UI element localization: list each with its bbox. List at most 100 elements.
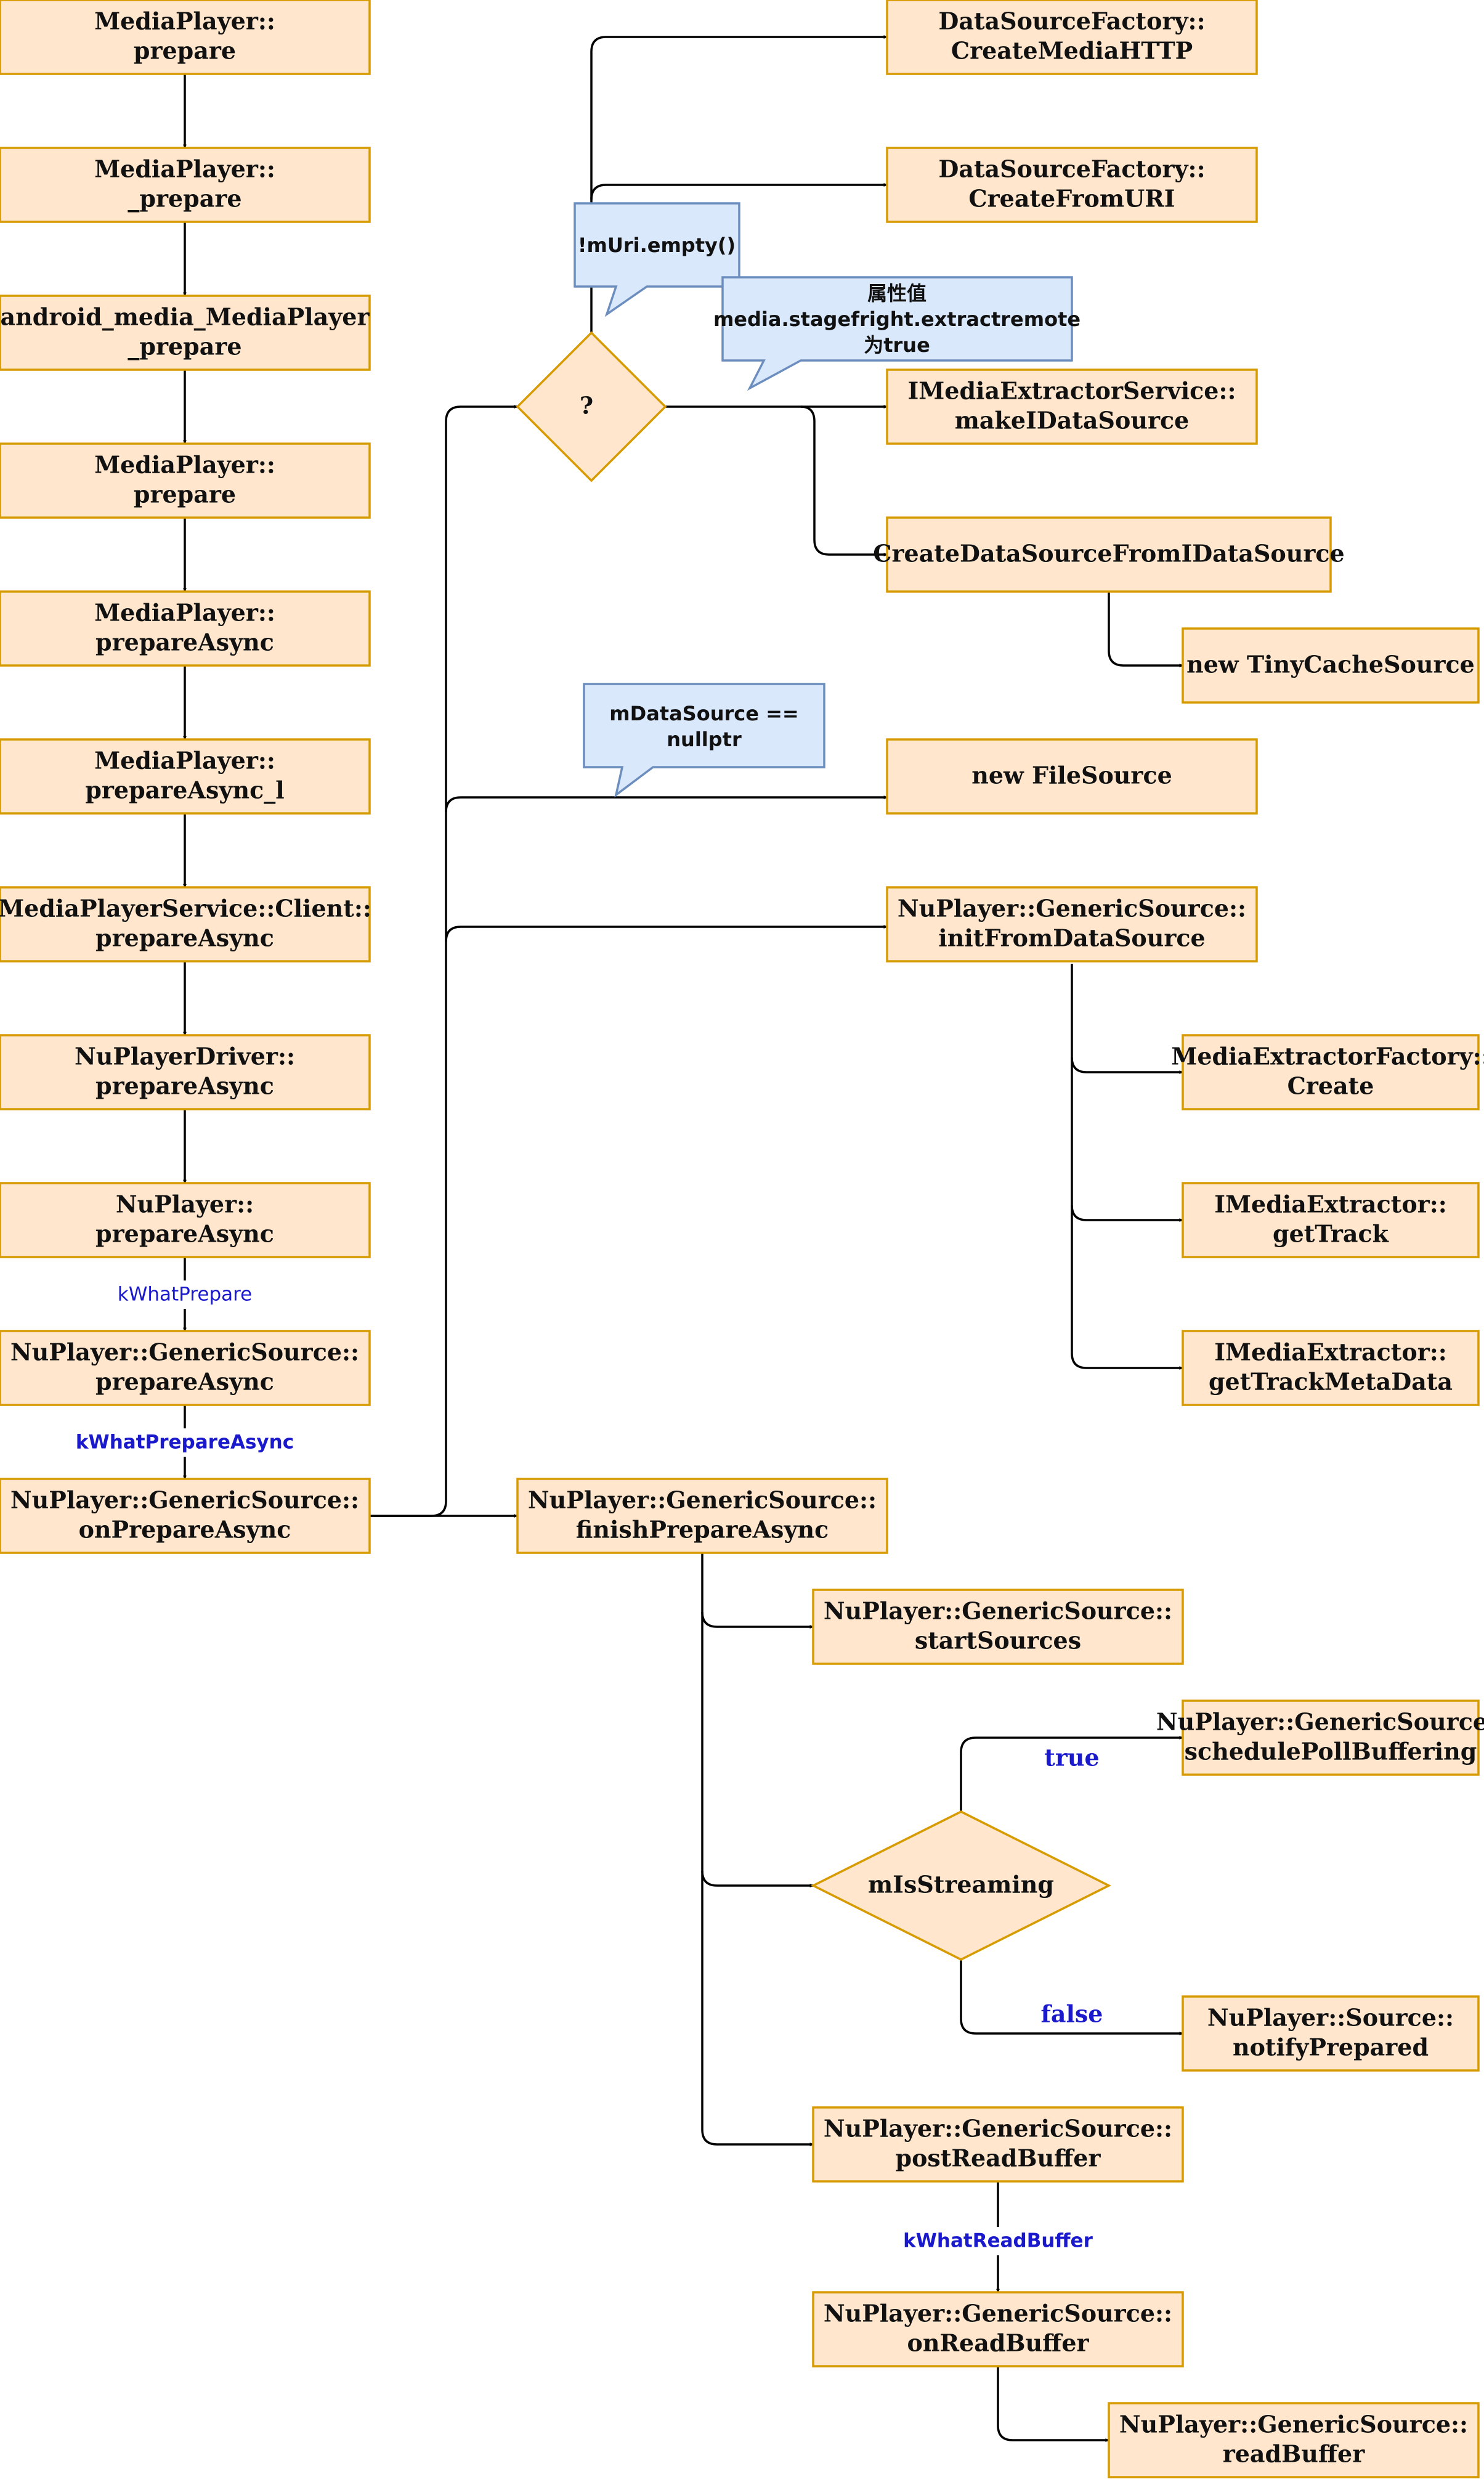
node-line: prepareAsync	[95, 924, 274, 952]
callout-line: nullptr	[667, 728, 742, 751]
edge-label-kWhatPrepare: kWhatPrepare	[118, 1284, 253, 1306]
node-mediaplayer-prepare-2: MediaPlayer:: prepare	[0, 442, 371, 519]
callout-extractremote-property: 属性值 media.stagefright.extractremote 为tru…	[713, 276, 1081, 391]
edge-init-to-MediaExtractorFactory	[1071, 964, 1183, 1074]
node-line: MediaPlayer::	[94, 599, 275, 627]
edges	[183, 35, 1183, 2442]
node-mediaplayer-prepareAsync_l: MediaPlayer:: prepareAsync_l	[0, 738, 371, 815]
edge-label-kWhatPrepareAsync: kWhatPrepareAsync	[76, 1431, 294, 1454]
node-genericsource-prepareAsync: NuPlayer::GenericSource:: prepareAsync	[0, 1330, 371, 1406]
edge-labels: kWhatPrepare kWhatPrepareAsync kWhatRead…	[76, 1280, 1106, 2255]
edge-decision-to-CreateDataSourceFromIDataSource	[800, 405, 888, 556]
callout-line: 为true	[864, 333, 930, 357]
node-mediaplayer-prepareAsync: MediaPlayer:: prepareAsync	[0, 590, 371, 667]
node-line: prepareAsync	[95, 1368, 274, 1396]
node-line: Create	[1287, 1072, 1374, 1100]
node-line: MediaExtractorFactory::	[1171, 1043, 1484, 1070]
node-line: NuPlayer::	[116, 1191, 254, 1218]
node-line: makeIDataSource	[955, 407, 1190, 434]
node-line: postReadBuffer	[896, 2144, 1101, 2172]
node-line: IMediaExtractor::	[1214, 1191, 1447, 1218]
node-android-media-mediaplayer-prepare: android_media_MediaPlayer _prepare	[0, 295, 371, 371]
edge-finish-to-postReadBuffer	[701, 1871, 814, 2146]
node-line: prepareAsync_l	[85, 776, 284, 804]
node-line: DataSourceFactory::	[938, 155, 1205, 183]
node-line: getTrack	[1273, 1220, 1389, 1248]
node-line: NuPlayer::Source::	[1207, 2004, 1454, 2032]
decision-label: ?	[580, 392, 593, 420]
node-line: NuPlayer::GenericSource::	[1156, 1708, 1484, 1736]
node-datasourcefactory-createmediahttp: DataSourceFactory:: CreateMediaHTTP	[886, 0, 1258, 75]
edge-finish-to-startSources	[701, 1553, 814, 1629]
callout-line: media.stagefright.extractremote	[713, 307, 1081, 331]
edge-label-false: false	[1041, 2000, 1103, 2028]
edge-mIsStreaming-false	[960, 1960, 1183, 2035]
node-genericsource-schedulepollbuffering: NuPlayer::GenericSource:: schedulePollBu…	[1156, 1699, 1484, 1776]
node-nuplayerdriver-prepareAsync: NuPlayerDriver:: prepareAsync	[0, 1034, 371, 1110]
edge-init-to-getTrackMetaData	[1071, 1205, 1183, 1370]
callout-line: !mUri.empty()	[578, 234, 736, 257]
node-new-filesource: new FileSource	[886, 738, 1258, 815]
node-line: NuPlayer::GenericSource::	[824, 1597, 1172, 1625]
node-line: readBuffer	[1223, 2440, 1366, 2468]
node-line: CreateFromURI	[968, 185, 1175, 213]
node-genericsource-startsources: NuPlayer::GenericSource:: startSources	[812, 1589, 1184, 1665]
node-genericsource-postreadbuffer: NuPlayer::GenericSource:: postReadBuffer	[812, 2106, 1184, 2183]
node-line: MediaPlayer::	[94, 155, 275, 183]
node-new-tinycachesource: new TinyCacheSource	[1182, 627, 1480, 704]
node-line: DataSourceFactory::	[938, 7, 1205, 35]
node-line: notifyPrepared	[1233, 2033, 1429, 2061]
node-line: CreateDataSourceFromIDataSource	[873, 540, 1344, 568]
node-line: CreateMediaHTTP	[951, 37, 1193, 65]
edge-CreateDataSource-to-TinyCacheSource	[1108, 592, 1183, 667]
edge-decision-to-CreateMediaHTTP	[590, 35, 888, 333]
callout-mdatasource-nullptr: mDataSource == nullptr	[583, 683, 825, 798]
node-line: MediaPlayerService::Client::	[0, 895, 371, 922]
decisions: ? mIsStreaming	[516, 331, 1111, 1961]
node-imediaextractor-gettrack: IMediaExtractor:: getTrack	[1182, 1182, 1480, 1258]
edge-onPrepareAsync-to-decision	[370, 405, 518, 1517]
node-mediaplayer-_prepare: MediaPlayer:: _prepare	[0, 147, 371, 223]
node-createdatasourcefromidatasource: CreateDataSourceFromIDataSource	[873, 516, 1345, 593]
node-line: onReadBuffer	[907, 2329, 1089, 2357]
node-line: android_media_MediaPlayer	[1, 303, 370, 331]
edge-init-to-getTrack	[1071, 1057, 1183, 1222]
node-line: onPrepareAsync	[79, 1516, 291, 1544]
node-line: getTrackMetaData	[1209, 1368, 1453, 1396]
callout-line: 属性值	[867, 282, 926, 305]
node-line: IMediaExtractorService::	[907, 377, 1236, 405]
node-genericsource-finishprepareasync: NuPlayer::GenericSource:: finishPrepareA…	[516, 1478, 888, 1554]
node-imediaextractor-gettrackmetadata: IMediaExtractor:: getTrackMetaData	[1182, 1330, 1480, 1406]
edge-onReadBuffer-to-readBuffer	[997, 2366, 1109, 2442]
node-nuplayer-prepareAsync: NuPlayer:: prepareAsync	[0, 1182, 371, 1258]
callout-muri-empty: !mUri.empty()	[574, 202, 740, 317]
decision-label: mIsStreaming	[868, 1871, 1054, 1899]
callout-line: mDataSource ==	[609, 702, 798, 725]
node-line: NuPlayer::GenericSource::	[10, 1486, 359, 1514]
node-line: MediaPlayer::	[94, 747, 275, 775]
node-line: NuPlayer::GenericSource::	[1119, 2411, 1468, 2438]
node-line: initFromDataSource	[938, 924, 1205, 952]
node-line: MediaPlayer::	[94, 7, 275, 35]
node-line: prepareAsync	[95, 1220, 274, 1248]
node-line: schedulePollBuffering	[1185, 1738, 1477, 1765]
node-line: NuPlayer::GenericSource::	[898, 895, 1246, 922]
node-mediaextractorfactory-create: MediaExtractorFactory:: Create	[1171, 1034, 1484, 1110]
callouts: !mUri.empty() 属性值 media.stagefright.extr…	[574, 202, 1081, 798]
edge-mIsStreaming-true	[960, 1736, 1183, 1812]
node-source-notifyprepared: NuPlayer::Source:: notifyPrepared	[1182, 1995, 1480, 2072]
node-line: _prepare	[128, 185, 241, 213]
edge-label-true: true	[1044, 1744, 1099, 1772]
edge-finish-to-mIsStreaming	[701, 1612, 814, 1887]
node-line: startSources	[915, 1627, 1081, 1655]
node-line: prepareAsync	[95, 629, 274, 656]
node-line: NuPlayer::GenericSource::	[824, 2300, 1172, 2327]
node-mediaplayer-prepare: MediaPlayer:: prepare	[0, 0, 371, 75]
edge-label-kWhatReadBuffer: kWhatReadBuffer	[903, 2230, 1093, 2252]
node-line: NuPlayer::GenericSource::	[528, 1486, 877, 1514]
node-mediaplayerservice-client-prepareAsync: MediaPlayerService::Client:: prepareAsyn…	[0, 886, 371, 963]
edge-onPrepareAsync-to-initFromDataSource	[445, 925, 888, 942]
node-genericsource-onreadbuffer: NuPlayer::GenericSource:: onReadBuffer	[812, 2291, 1184, 2367]
node-datasourcefactory-createfromuri: DataSourceFactory:: CreateFromURI	[886, 147, 1258, 223]
